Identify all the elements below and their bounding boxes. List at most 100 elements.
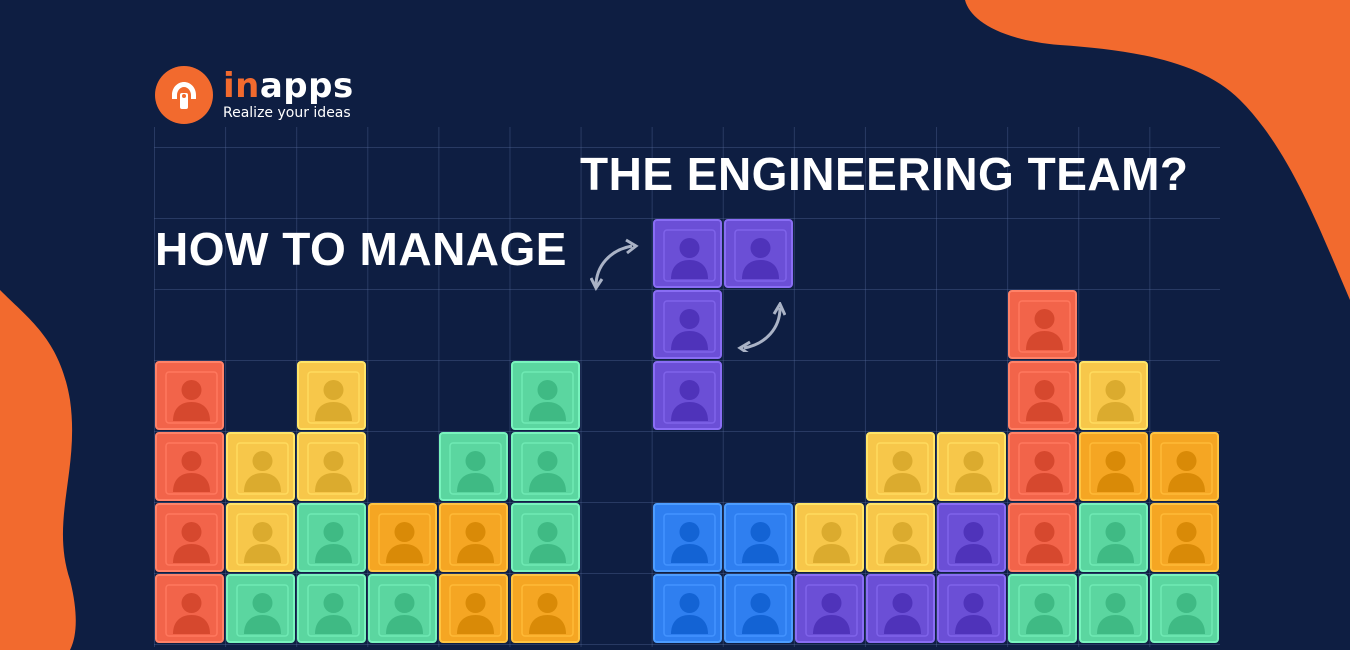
person-avatar-icon	[876, 513, 929, 566]
person-avatar-icon	[236, 442, 289, 495]
tile	[794, 574, 864, 643]
tile	[723, 503, 793, 572]
tile	[866, 503, 935, 572]
tile	[937, 432, 1007, 501]
tile	[937, 574, 1007, 643]
person-avatar-icon	[734, 229, 787, 282]
brand-logo: inapps Realize your ideas	[155, 66, 354, 124]
person-avatar-icon	[947, 584, 1000, 637]
tile	[439, 574, 509, 643]
person-avatar-icon	[520, 584, 574, 637]
person-avatar-icon	[1018, 300, 1071, 353]
tile	[439, 503, 509, 572]
tile	[510, 503, 580, 572]
person-avatar-icon	[165, 513, 218, 566]
tile	[723, 574, 793, 643]
brand-name-rest: apps	[259, 66, 354, 106]
tile	[297, 503, 367, 572]
person-avatar-icon	[662, 371, 716, 424]
person-avatar-icon	[1089, 371, 1143, 424]
person-avatar-icon	[449, 584, 503, 637]
headline-top: THE ENGINEERING TEAM?	[580, 148, 1189, 200]
tile	[652, 503, 722, 572]
tile	[226, 574, 296, 643]
tile	[652, 574, 722, 643]
person-avatar-icon	[1160, 442, 1214, 495]
tile	[155, 361, 224, 430]
person-avatar-icon	[662, 300, 716, 353]
person-avatar-icon	[876, 442, 929, 495]
person-avatar-icon	[1018, 442, 1071, 495]
person-avatar-icon	[805, 513, 858, 566]
brand-tagline: Realize your ideas	[223, 105, 351, 121]
tile	[368, 503, 438, 572]
person-avatar-icon	[805, 584, 858, 637]
tile	[1079, 432, 1149, 501]
swap-arrow-icon	[737, 302, 786, 352]
person-avatar-icon	[662, 229, 716, 282]
person-avatar-icon	[165, 371, 218, 424]
person-avatar-icon	[236, 584, 289, 637]
brand-name: inapps	[223, 69, 354, 103]
swap-arrow-icon	[590, 238, 639, 291]
tile	[1079, 503, 1149, 572]
person-avatar-icon	[1089, 442, 1143, 495]
inapps-logo-icon	[155, 66, 213, 124]
person-avatar-icon	[662, 584, 716, 637]
person-avatar-icon	[520, 371, 574, 424]
person-avatar-icon	[876, 584, 929, 637]
tile	[510, 361, 580, 430]
person-avatar-icon	[1089, 584, 1143, 637]
tile	[1008, 432, 1078, 501]
tile	[866, 432, 935, 501]
tile	[652, 219, 722, 288]
tile	[866, 574, 935, 643]
tile	[652, 290, 722, 359]
person-avatar-icon	[378, 584, 432, 637]
tile	[368, 574, 438, 643]
tile	[155, 432, 224, 501]
person-avatar-icon	[947, 442, 1000, 495]
person-avatar-icon	[307, 442, 360, 495]
person-avatar-icon	[1089, 513, 1143, 566]
person-avatar-icon	[307, 513, 360, 566]
tile	[794, 503, 864, 572]
person-avatar-icon	[947, 513, 1000, 566]
person-avatar-icon	[1018, 584, 1071, 637]
tile	[652, 361, 722, 430]
tile	[155, 574, 224, 643]
tile	[510, 432, 580, 501]
person-avatar-icon	[1018, 371, 1071, 424]
tile	[937, 503, 1007, 572]
tile	[297, 432, 367, 501]
tile	[439, 432, 509, 501]
tile	[1150, 432, 1220, 501]
tile	[1008, 503, 1078, 572]
person-avatar-icon	[1160, 584, 1214, 637]
brand-name-accent: in	[223, 66, 260, 106]
headline-bottom: HOW TO MANAGE	[155, 223, 567, 275]
tile	[510, 574, 580, 643]
tile	[226, 503, 296, 572]
person-avatar-icon	[236, 513, 289, 566]
brand-text: inapps Realize your ideas	[223, 69, 354, 121]
tile	[1150, 503, 1220, 572]
person-avatar-icon	[1018, 513, 1071, 566]
tile	[1008, 361, 1078, 430]
tile	[1079, 574, 1149, 643]
tile	[297, 574, 367, 643]
person-avatar-icon	[662, 513, 716, 566]
person-avatar-icon	[449, 442, 503, 495]
tile	[1008, 574, 1078, 643]
tile	[1008, 290, 1078, 359]
tile	[226, 432, 296, 501]
person-avatar-icon	[165, 442, 218, 495]
tile	[723, 219, 793, 288]
person-avatar-icon	[1160, 513, 1214, 566]
tile	[1079, 361, 1149, 430]
tile	[297, 361, 367, 430]
person-avatar-icon	[165, 584, 218, 637]
person-avatar-icon	[307, 371, 360, 424]
